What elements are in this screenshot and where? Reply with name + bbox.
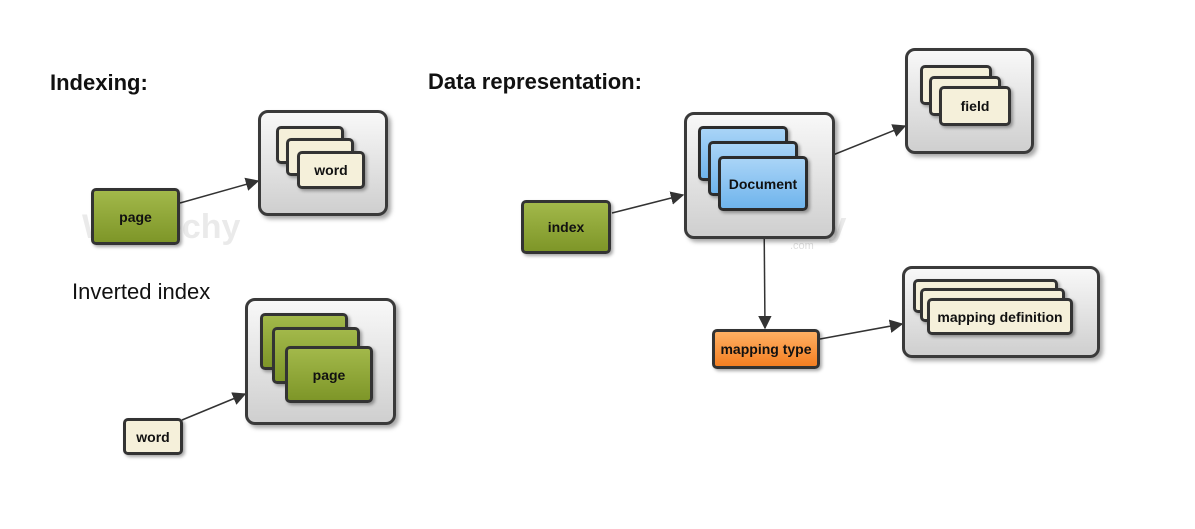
field-stack-card-front: field — [939, 86, 1011, 126]
document-stack-card-front: Document — [718, 156, 808, 211]
word-node: word — [123, 418, 183, 455]
data-representation-heading: Data representation: — [428, 69, 642, 94]
page-stack-card-front: page — [285, 346, 373, 403]
mapping-type-node: mapping type — [712, 329, 820, 369]
edge-index-to-document-container — [611, 191, 685, 214]
page-node: page — [91, 188, 180, 245]
edge-page-to-word-container — [179, 177, 260, 204]
edge-mapping-type-to-definition-container — [819, 319, 904, 340]
watermark-right-suffix: .com — [790, 240, 814, 252]
word-stack-card-front: word — [297, 151, 365, 189]
edge-word-to-page-container — [181, 392, 247, 421]
inverted-index-heading: Inverted index — [72, 279, 211, 304]
index-node: index — [521, 200, 611, 254]
mapping-definition-card-front: mapping definition — [927, 298, 1073, 335]
indexing-heading: Indexing: — [50, 70, 148, 95]
